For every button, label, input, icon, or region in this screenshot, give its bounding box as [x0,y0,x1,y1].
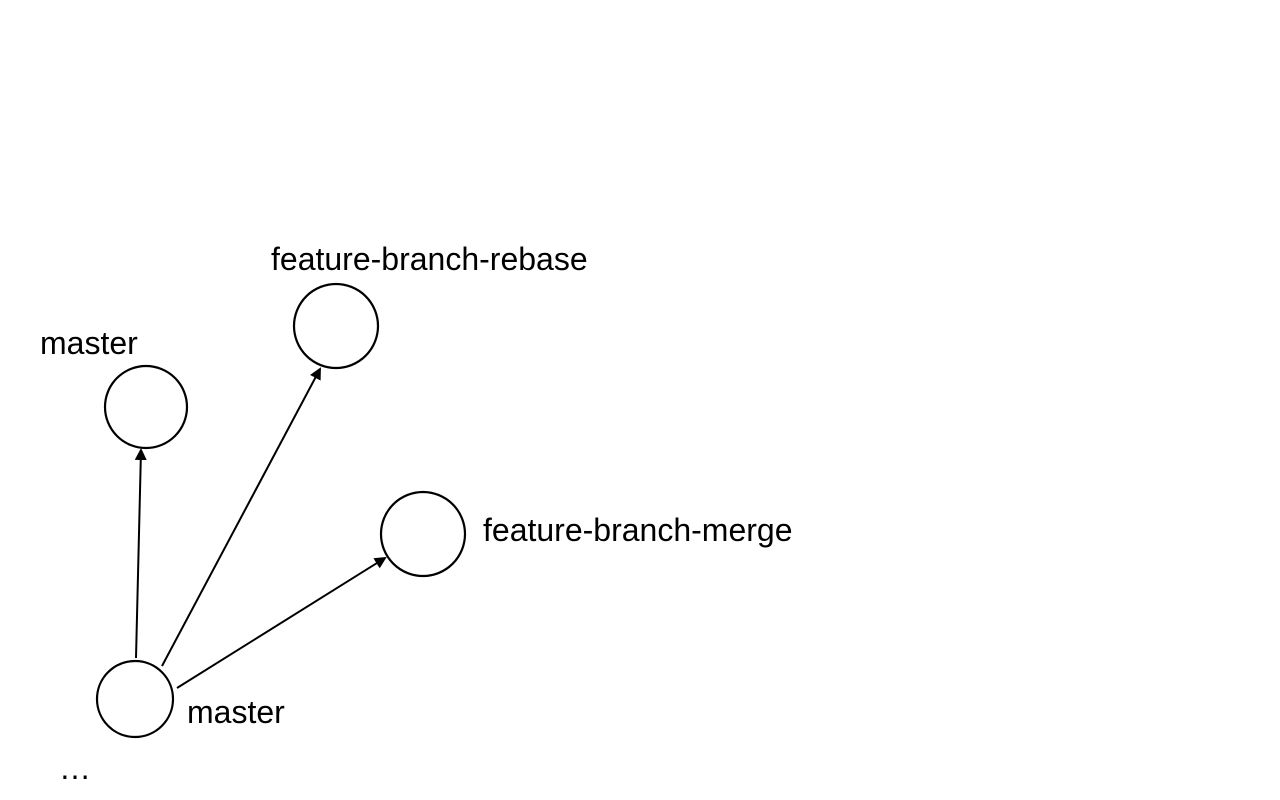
commit-node-feature-branch-merge[interactable] [379,490,467,578]
label-feature-branch-rebase: feature-branch-rebase [271,241,588,277]
edge-base-to-master [134,448,147,659]
commit-node-base-master[interactable] [95,659,175,739]
label-master-tip: master [40,325,138,361]
label-base-master: master [187,694,285,730]
label-feature-branch-merge: feature-branch-merge [483,512,792,548]
edge-base-to-rebase [161,367,321,667]
edge-base-to-merge [176,556,387,689]
ellipsis-text: … [59,750,91,786]
commit-node-feature-branch-rebase[interactable] [292,282,380,370]
commit-node-master-tip[interactable] [103,364,189,450]
